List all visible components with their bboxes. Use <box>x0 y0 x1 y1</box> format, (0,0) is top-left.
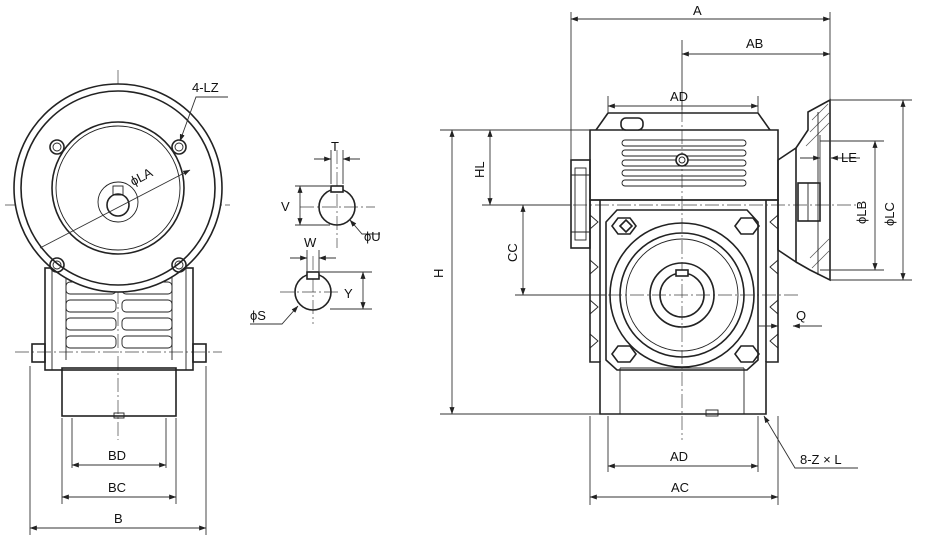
dim-label-HL: HL <box>472 161 487 178</box>
dim-label-V: V <box>281 199 290 214</box>
dim-label-CC: CC <box>505 243 520 262</box>
dim-label-T: T <box>331 139 339 154</box>
flange-outer-circle <box>13 83 223 293</box>
flange-bolt-holes <box>49 139 187 273</box>
dim-label-AC: AC <box>671 480 689 495</box>
dim-label-S: ϕS <box>250 308 266 323</box>
dim-label-U: ϕU <box>364 229 381 244</box>
dim-label-LC: ϕLC <box>882 202 897 226</box>
dim-label-ZxL: 8-Z × L <box>800 452 842 467</box>
dim-label-Y: Y <box>344 286 353 301</box>
dim-label-Q: Q <box>796 308 806 323</box>
dim-label-LZ: 4-LZ <box>192 80 219 95</box>
dim-label-LB: ϕLB <box>854 201 869 224</box>
left-side-view: ϕLA 4-LZ BD BC B <box>5 70 230 535</box>
dim-label-W: W <box>304 235 317 250</box>
side-ribs <box>589 214 779 349</box>
dim-label-LE: LE <box>841 150 857 165</box>
dim-label-H: H <box>431 269 446 278</box>
dim-label-BC: BC <box>108 480 126 495</box>
dim-label-AD-bottom: AD <box>670 449 688 464</box>
dim-label-AD-top: AD <box>670 89 688 104</box>
body-ribs <box>65 270 173 360</box>
flange-section-hatch <box>805 103 830 269</box>
dim-label-B: B <box>114 511 123 526</box>
dim-label-BD: BD <box>108 448 126 463</box>
keyway-detail-upper: T V ϕU <box>281 139 381 248</box>
dim-label-AB: AB <box>746 36 763 51</box>
dim-label-A: A <box>693 3 702 18</box>
right-main-view: A AB AD H HL CC LE ϕLB <box>431 3 912 505</box>
corner-bolts <box>611 217 760 363</box>
shaft-bore <box>106 193 130 217</box>
keyway-detail-lower: W Y ϕS <box>250 235 372 325</box>
